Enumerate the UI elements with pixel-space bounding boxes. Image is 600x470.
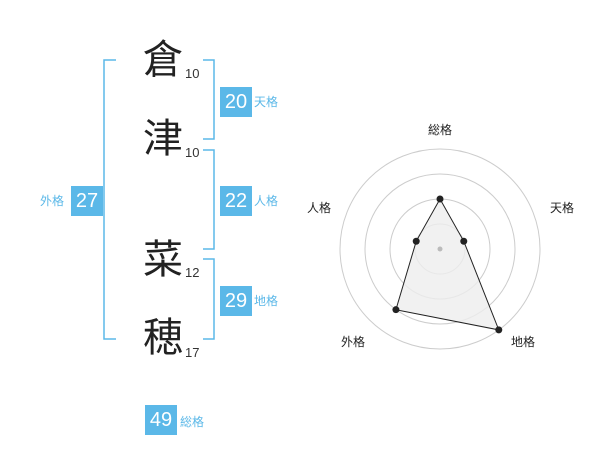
radar-point-tenkaku: [460, 237, 468, 245]
tenkaku-label: 天格: [254, 95, 279, 109]
radar-label-gaikaku: 外格: [341, 334, 365, 349]
stroke-count-2: 10: [185, 145, 200, 160]
gaikaku-value: 27: [71, 186, 103, 216]
radar-point-gaikaku: [392, 306, 400, 314]
name-char-2: 津: [143, 116, 183, 162]
gaikaku-bracket: [103, 59, 116, 340]
tenkaku-value: 20: [220, 87, 252, 117]
jinkaku-bracket: [203, 149, 215, 250]
radar-label-chikaku: 地格: [511, 334, 535, 349]
radar-polygon: [395, 197, 500, 331]
chikaku-value: 29: [220, 286, 252, 316]
gaikaku-label: 外格: [40, 194, 65, 208]
chikaku-bracket: [203, 258, 215, 340]
radar-center-dot: [437, 246, 443, 252]
radar-label-tenkaku: 天格: [550, 200, 574, 215]
stroke-count-1: 10: [185, 66, 200, 81]
tenkaku-bracket: [203, 59, 215, 140]
stroke-count-4: 17: [185, 345, 200, 360]
name-char-1: 倉: [143, 37, 183, 83]
radar-grid-ring: [364, 173, 516, 325]
jinkaku-label: 人格: [254, 194, 279, 208]
chikaku-label: 地格: [254, 294, 279, 308]
name-char-3: 菜: [143, 237, 183, 283]
soukaku-value: 49: [145, 405, 177, 435]
stroke-count-3: 12: [185, 265, 200, 280]
radar-point-soukaku: [436, 195, 444, 203]
radar-points: [392, 195, 503, 334]
soukaku-label: 総格: [180, 415, 205, 429]
radar-point-jinkaku: [412, 237, 420, 245]
radar-grid-ring: [339, 148, 541, 350]
name-char-4: 穂: [143, 315, 183, 361]
radar-label-jinkaku: 人格: [307, 200, 331, 215]
radar-label-soukaku: 総格: [428, 122, 452, 137]
jinkaku-value: 22: [220, 186, 252, 216]
radar-point-chikaku: [495, 326, 503, 334]
